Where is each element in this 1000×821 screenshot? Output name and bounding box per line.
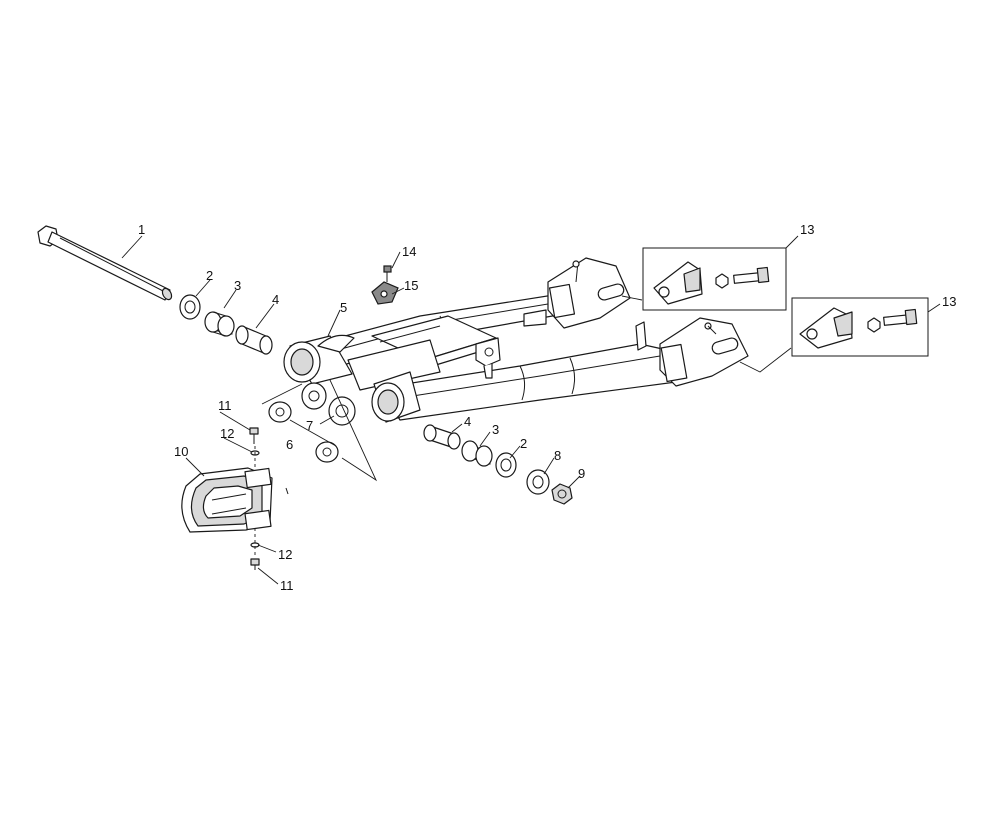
left-washer-2	[179, 294, 201, 320]
callout-10: 10	[174, 444, 188, 459]
callout-13-lower: 13	[942, 294, 956, 309]
left-collar-4	[235, 325, 273, 355]
callout-8: 8	[554, 448, 561, 463]
right-washer-2	[495, 452, 517, 478]
guide-screw-11-top	[249, 427, 259, 444]
callout-7: 7	[306, 418, 313, 433]
clip-screw-14	[383, 265, 392, 282]
callout-12-top: 12	[220, 426, 234, 441]
callout-9: 9	[578, 466, 585, 481]
pivot-axle-bolt	[37, 225, 173, 301]
callout-5: 5	[340, 300, 347, 315]
chain-guide-10	[181, 467, 289, 533]
hose-clip-15	[371, 281, 399, 305]
callout-leaders	[121, 235, 941, 585]
callout-4-left: 4	[272, 292, 279, 307]
callout-2-right: 2	[520, 436, 527, 451]
callout-3-right: 3	[492, 422, 499, 437]
callout-12-bottom: 12	[278, 547, 292, 562]
callout-2-left: 2	[206, 268, 213, 283]
washer-7	[301, 382, 356, 426]
nut-9	[551, 483, 573, 505]
chain-adjuster-box-upper	[642, 247, 787, 311]
right-bushing-3	[461, 440, 493, 467]
chain-adjuster-box-lower	[791, 297, 929, 357]
callout-3-left: 3	[234, 278, 241, 293]
washer-6	[268, 401, 339, 463]
callout-1: 1	[138, 222, 145, 237]
callout-15: 15	[404, 278, 418, 293]
swingarm-frame	[283, 257, 749, 423]
callout-11-bottom: 11	[280, 578, 294, 593]
left-bushing-3	[204, 311, 235, 337]
callout-labels: 1 2 3 4 5 14 15 6 7 4 3 2 8 9 10 11 12 1…	[138, 222, 956, 593]
washer-8	[526, 469, 550, 495]
callout-4-right: 4	[464, 414, 471, 429]
right-collar-4	[423, 424, 461, 450]
callout-11-top: 11	[218, 398, 232, 413]
guide-screw-11-bottom	[250, 558, 260, 570]
callout-14: 14	[402, 244, 416, 259]
callout-6: 6	[286, 437, 293, 452]
callout-13-upper: 13	[800, 222, 814, 237]
